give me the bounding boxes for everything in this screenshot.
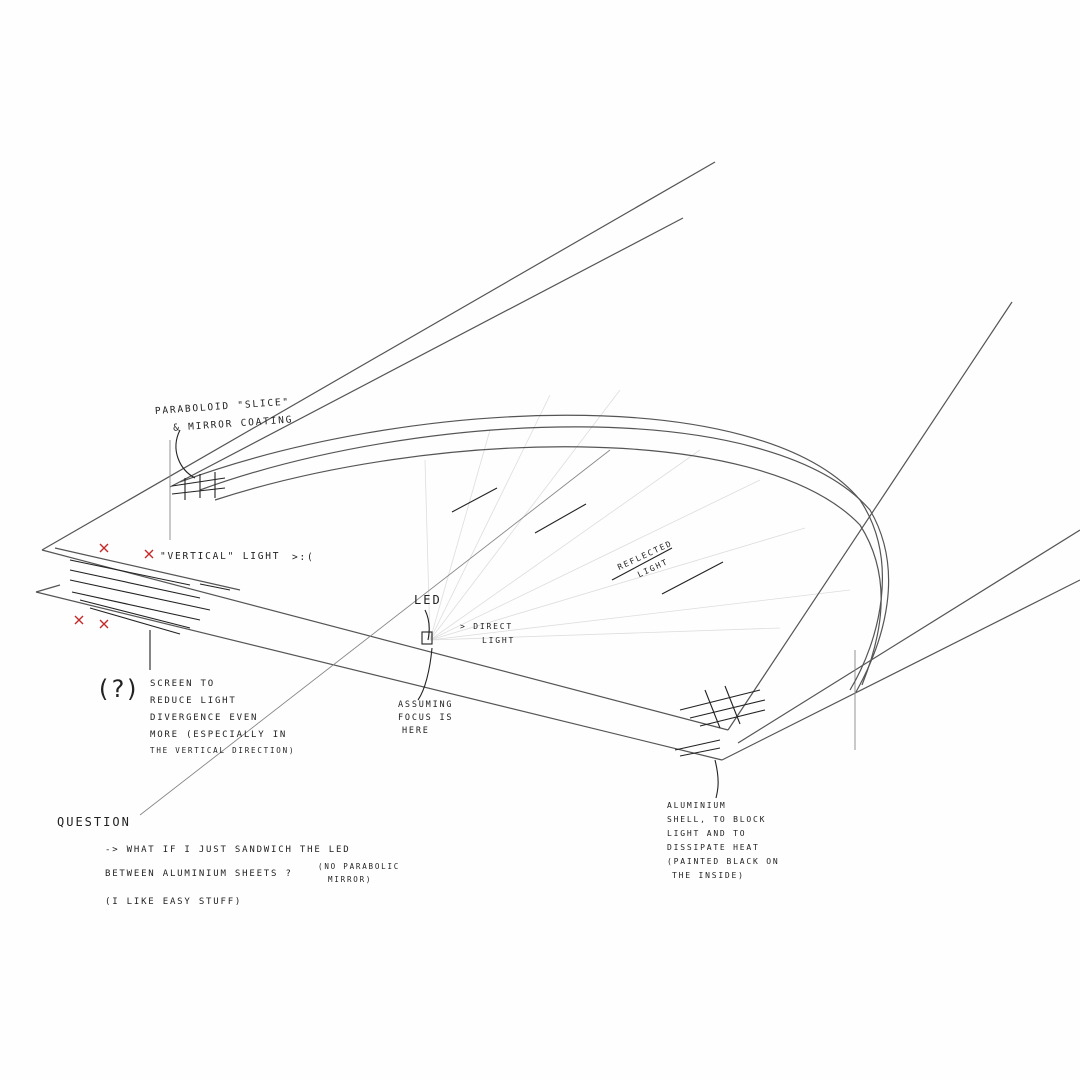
question-aside-2: MIRROR) <box>328 875 372 884</box>
led-label: LED <box>414 593 442 607</box>
focus-label-1: ASSUMING <box>398 700 453 710</box>
corner-hatch <box>674 685 766 757</box>
screen-label-2: REDUCE LIGHT <box>150 696 237 706</box>
light-rays <box>424 389 851 641</box>
light-arrows <box>149 429 724 799</box>
vertical-light-label: "VERTICAL" LIGHT <box>160 551 280 562</box>
aluminium-label-2: SHELL, TO BLOCK <box>667 815 766 824</box>
direct-light-label-1: > DIRECT <box>460 622 513 631</box>
direct-light-label-2: LIGHT <box>482 636 515 645</box>
aluminium-label-6: THE INSIDE) <box>672 871 745 880</box>
question-line-1: -> WHAT IF I JUST SANDWICH THE LED <box>105 845 350 855</box>
question-aside-1: (NO PARABOLIC <box>318 862 400 871</box>
screen-label-3: DIVERGENCE EVEN <box>150 713 258 723</box>
question-title: QUESTION <box>57 815 131 829</box>
aluminium-label-3: LIGHT AND TO <box>667 829 746 838</box>
focus-label-3: HERE <box>402 726 430 736</box>
screen-lines <box>69 543 231 635</box>
paraboloid-mirror <box>171 414 890 693</box>
screen-label-1: SCREEN TO <box>150 679 215 689</box>
aluminium-label-1: ALUMINIUM <box>667 801 727 810</box>
frown-face: >:( <box>292 552 315 563</box>
screen-label-5: THE VERTICAL DIRECTION) <box>150 746 295 755</box>
screen-label-4: MORE (ESPECIALLY IN <box>150 730 287 740</box>
question-line-3: (I LIKE EASY STUFF) <box>105 897 242 907</box>
paraboloid-label-2: & MIRROR COATING <box>173 414 294 433</box>
paraboloid-label-1: PARABOLOID "SLICE" <box>155 397 291 417</box>
led-icon <box>421 631 433 645</box>
focus-label-2: FOCUS IS <box>398 713 453 723</box>
aluminium-label-4: DISSIPATE HEAT <box>667 843 760 852</box>
question-line-2: BETWEEN ALUMINIUM SHEETS ? <box>105 869 293 879</box>
screen-question-mark: (?) <box>96 675 139 703</box>
aluminium-plates <box>35 161 1080 816</box>
aluminium-label-5: (PAINTED BLACK ON <box>667 857 779 866</box>
